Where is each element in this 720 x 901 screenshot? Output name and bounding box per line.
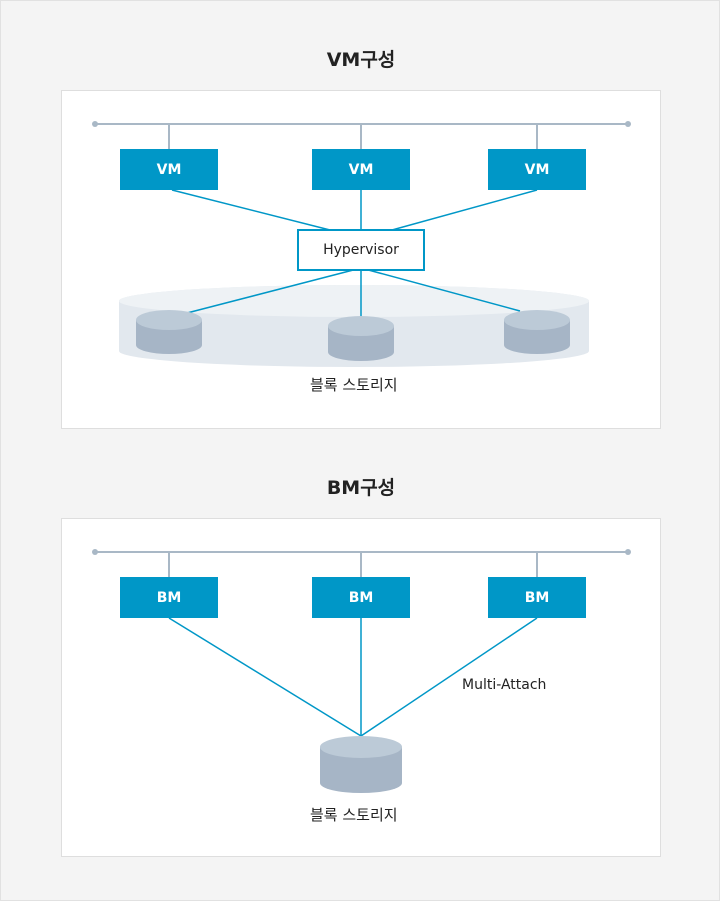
bm-diagram-panel: BM BM BM Multi-Attach 블록 스토리지 xyxy=(61,518,661,857)
bm-node-1: BM xyxy=(120,577,218,618)
vm-hypervisor-link xyxy=(391,189,538,231)
vm-section-title: VM구성 xyxy=(326,49,396,71)
bm-section-title: BM구성 xyxy=(326,477,396,499)
vm-node-1: VM xyxy=(120,149,218,190)
vm-diagram-lines xyxy=(92,121,631,367)
bus-endpoint xyxy=(625,121,631,127)
bus-endpoint xyxy=(92,549,98,555)
bm-storage-link xyxy=(360,617,538,737)
bm-diagram-lines xyxy=(92,549,631,793)
disk-icon xyxy=(320,736,402,793)
disk-icon xyxy=(504,310,570,354)
vm-node-3: VM xyxy=(488,149,586,190)
disk-icon xyxy=(328,316,394,361)
hypervisor-disk-link xyxy=(360,267,521,312)
bm-storage-link xyxy=(168,617,362,737)
hypervisor-box: Hypervisor xyxy=(297,229,425,271)
vm-node-2: VM xyxy=(312,149,410,190)
bm-node-3: BM xyxy=(488,577,586,618)
vm-hypervisor-link xyxy=(171,189,331,231)
bm-node-2: BM xyxy=(312,577,410,618)
hypervisor-disk-link xyxy=(186,267,362,314)
vm-storage-label: 블록 스토리지 xyxy=(310,376,398,394)
multi-attach-label: Multi-Attach xyxy=(462,677,547,693)
vm-diagram-panel: VM VM VM Hypervisor 블록 스토리지 xyxy=(61,90,661,429)
disk-icon xyxy=(136,310,202,354)
bm-storage-label: 블록 스토리지 xyxy=(310,806,398,824)
bus-endpoint xyxy=(625,549,631,555)
storage-pool-top xyxy=(119,285,589,317)
bus-endpoint xyxy=(92,121,98,127)
